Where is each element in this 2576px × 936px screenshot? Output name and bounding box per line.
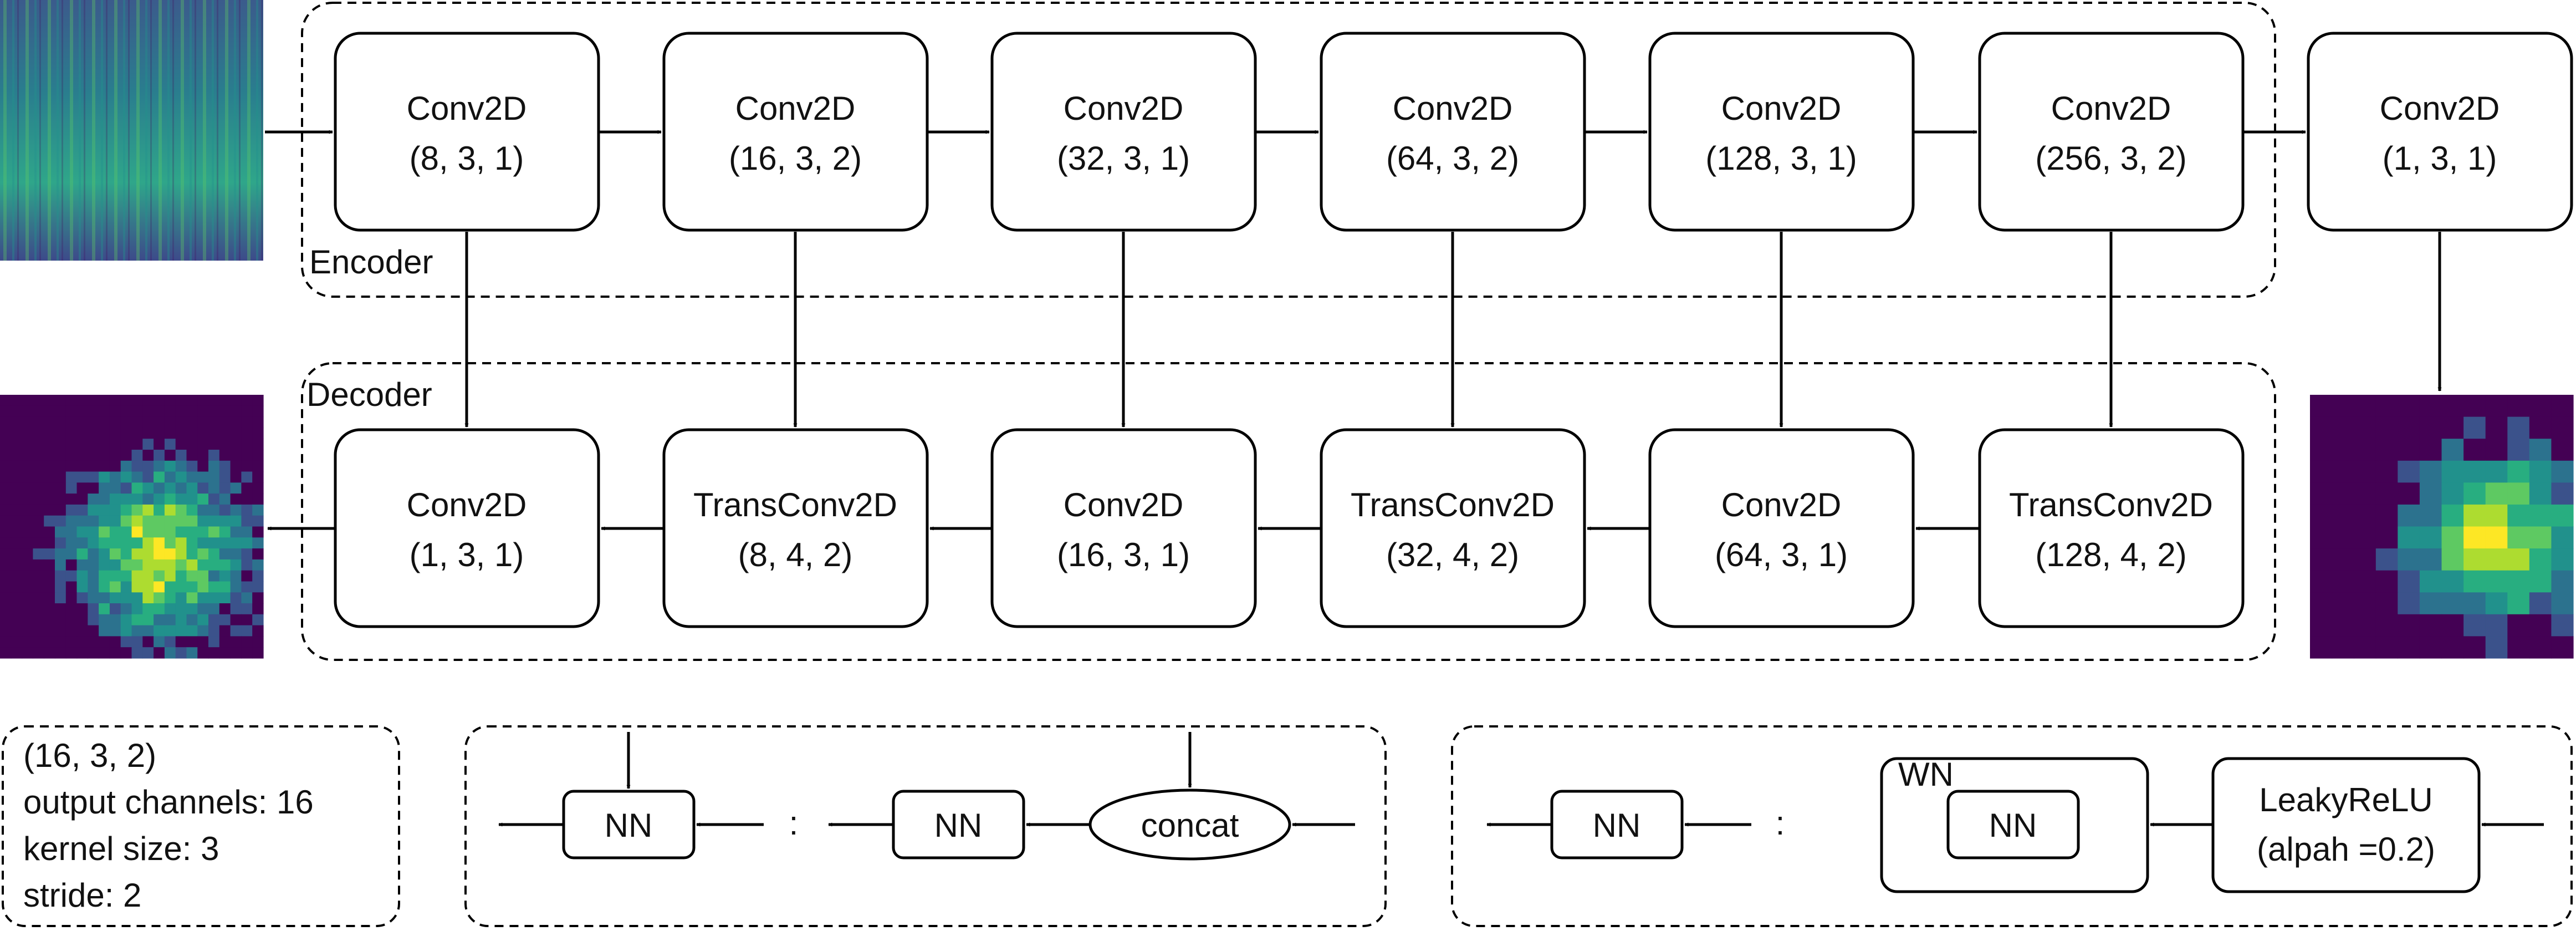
legend-wn-nn-left-label: NN [1593,807,1641,844]
legend-skip-nn-right: NN [892,790,1025,859]
legend-concat-label: concat [1141,807,1239,844]
block-params: (128, 3, 1) [1705,140,1857,177]
encoder-block-5: Conv2D (128, 3, 1) [1648,32,1915,232]
block-name: TransConv2D [1351,486,1555,523]
legend-wn-box [1451,725,2573,927]
legend-concat-node: concat [1088,789,1291,861]
block-name: Conv2D [735,90,856,127]
encoder-block-6: Conv2D (256, 3, 2) [1978,32,2245,232]
block-params: (16, 3, 2) [729,140,862,177]
legend-params-line-1: (16, 3, 2) [23,737,156,774]
block-params: (32, 4, 2) [1386,536,1519,573]
block-params: (256, 3, 2) [2035,140,2187,177]
block-params: (1, 3, 1) [2383,140,2497,177]
legend-skip-colon: : [789,805,799,842]
block-params: (64, 3, 1) [1715,536,1848,573]
block-params: (1, 3, 1) [410,536,524,573]
decoder-block-2: TransConv2D (8, 4, 2) [662,428,929,628]
encoder-group [301,2,2276,298]
legend-skip-nn-left-label: NN [605,807,653,844]
decoder-block-6: TransConv2D (128, 4, 2) [1978,428,2245,628]
encoder-block-1: Conv2D (8, 3, 1) [334,32,600,232]
block-name: TransConv2D [693,486,897,523]
block-params: (32, 3, 1) [1057,140,1190,177]
encoder-block-3: Conv2D (32, 3, 1) [990,32,1257,232]
legend-wn-wrapper: WN NN [1880,756,2149,893]
legend-params-box [2,725,400,927]
encoder-block-4: Conv2D (64, 3, 2) [1320,32,1586,232]
decoder-block-5: Conv2D (64, 3, 1) [1648,428,1915,628]
legend-leakyrelu-name: LeakyReLU [2259,781,2433,818]
block-params: (64, 3, 2) [1386,140,1519,177]
bottleneck-block: Conv2D (1, 3, 1) [2307,32,2573,232]
block-params: (16, 3, 1) [1057,536,1190,573]
block-params: (128, 4, 2) [2035,536,2187,573]
bottleneck-heatmap-image [2310,395,2574,659]
decoder-block-1: Conv2D (1, 3, 1) [334,428,600,628]
legend-wn-colon: : [1776,805,1785,842]
block-name: Conv2D [1721,90,1842,127]
legend-skip-nn-left: NN [562,790,696,859]
block-name: Conv2D [1721,486,1842,523]
legend-params-line-2: output channels: 16 [23,784,314,821]
block-params: (8, 3, 1) [410,140,524,177]
legend-params-line-3: kernel size: 3 [23,830,219,867]
input-spectrogram-image [0,0,263,261]
block-name: Conv2D [407,486,527,523]
block-name: Conv2D [407,90,527,127]
legend-wn-label: WN [1898,756,1954,793]
legend-leakyrelu-block: LeakyReLU (alpah =0.2) [2211,757,2481,893]
legend-skip-box [464,725,1387,927]
decoder-block-3: Conv2D (16, 3, 1) [990,428,1257,628]
legend-leakyrelu-params: (alpah =0.2) [2257,831,2435,868]
decoder-block-4: TransConv2D (32, 4, 2) [1320,428,1586,628]
decoder-output-heatmap-image [0,395,264,659]
block-name: Conv2D [1393,90,1513,127]
legend-wn-nn-left: NN [1550,790,1684,859]
block-name: TransConv2D [2009,486,2213,523]
block-name: Conv2D [1064,486,1184,523]
legend-params-line-4: stride: 2 [23,877,141,914]
block-name: Conv2D [2380,90,2500,127]
legend-skip-nn-right-label: NN [934,807,983,844]
legend-wn-nn-inner-label: NN [1989,807,2037,844]
decoder-label: Decoder [306,376,432,413]
block-name: Conv2D [2051,90,2171,127]
encoder-block-2: Conv2D (16, 3, 2) [662,32,929,232]
block-name: Conv2D [1064,90,1184,127]
block-params: (8, 4, 2) [738,536,853,573]
encoder-label: Encoder [309,243,433,281]
